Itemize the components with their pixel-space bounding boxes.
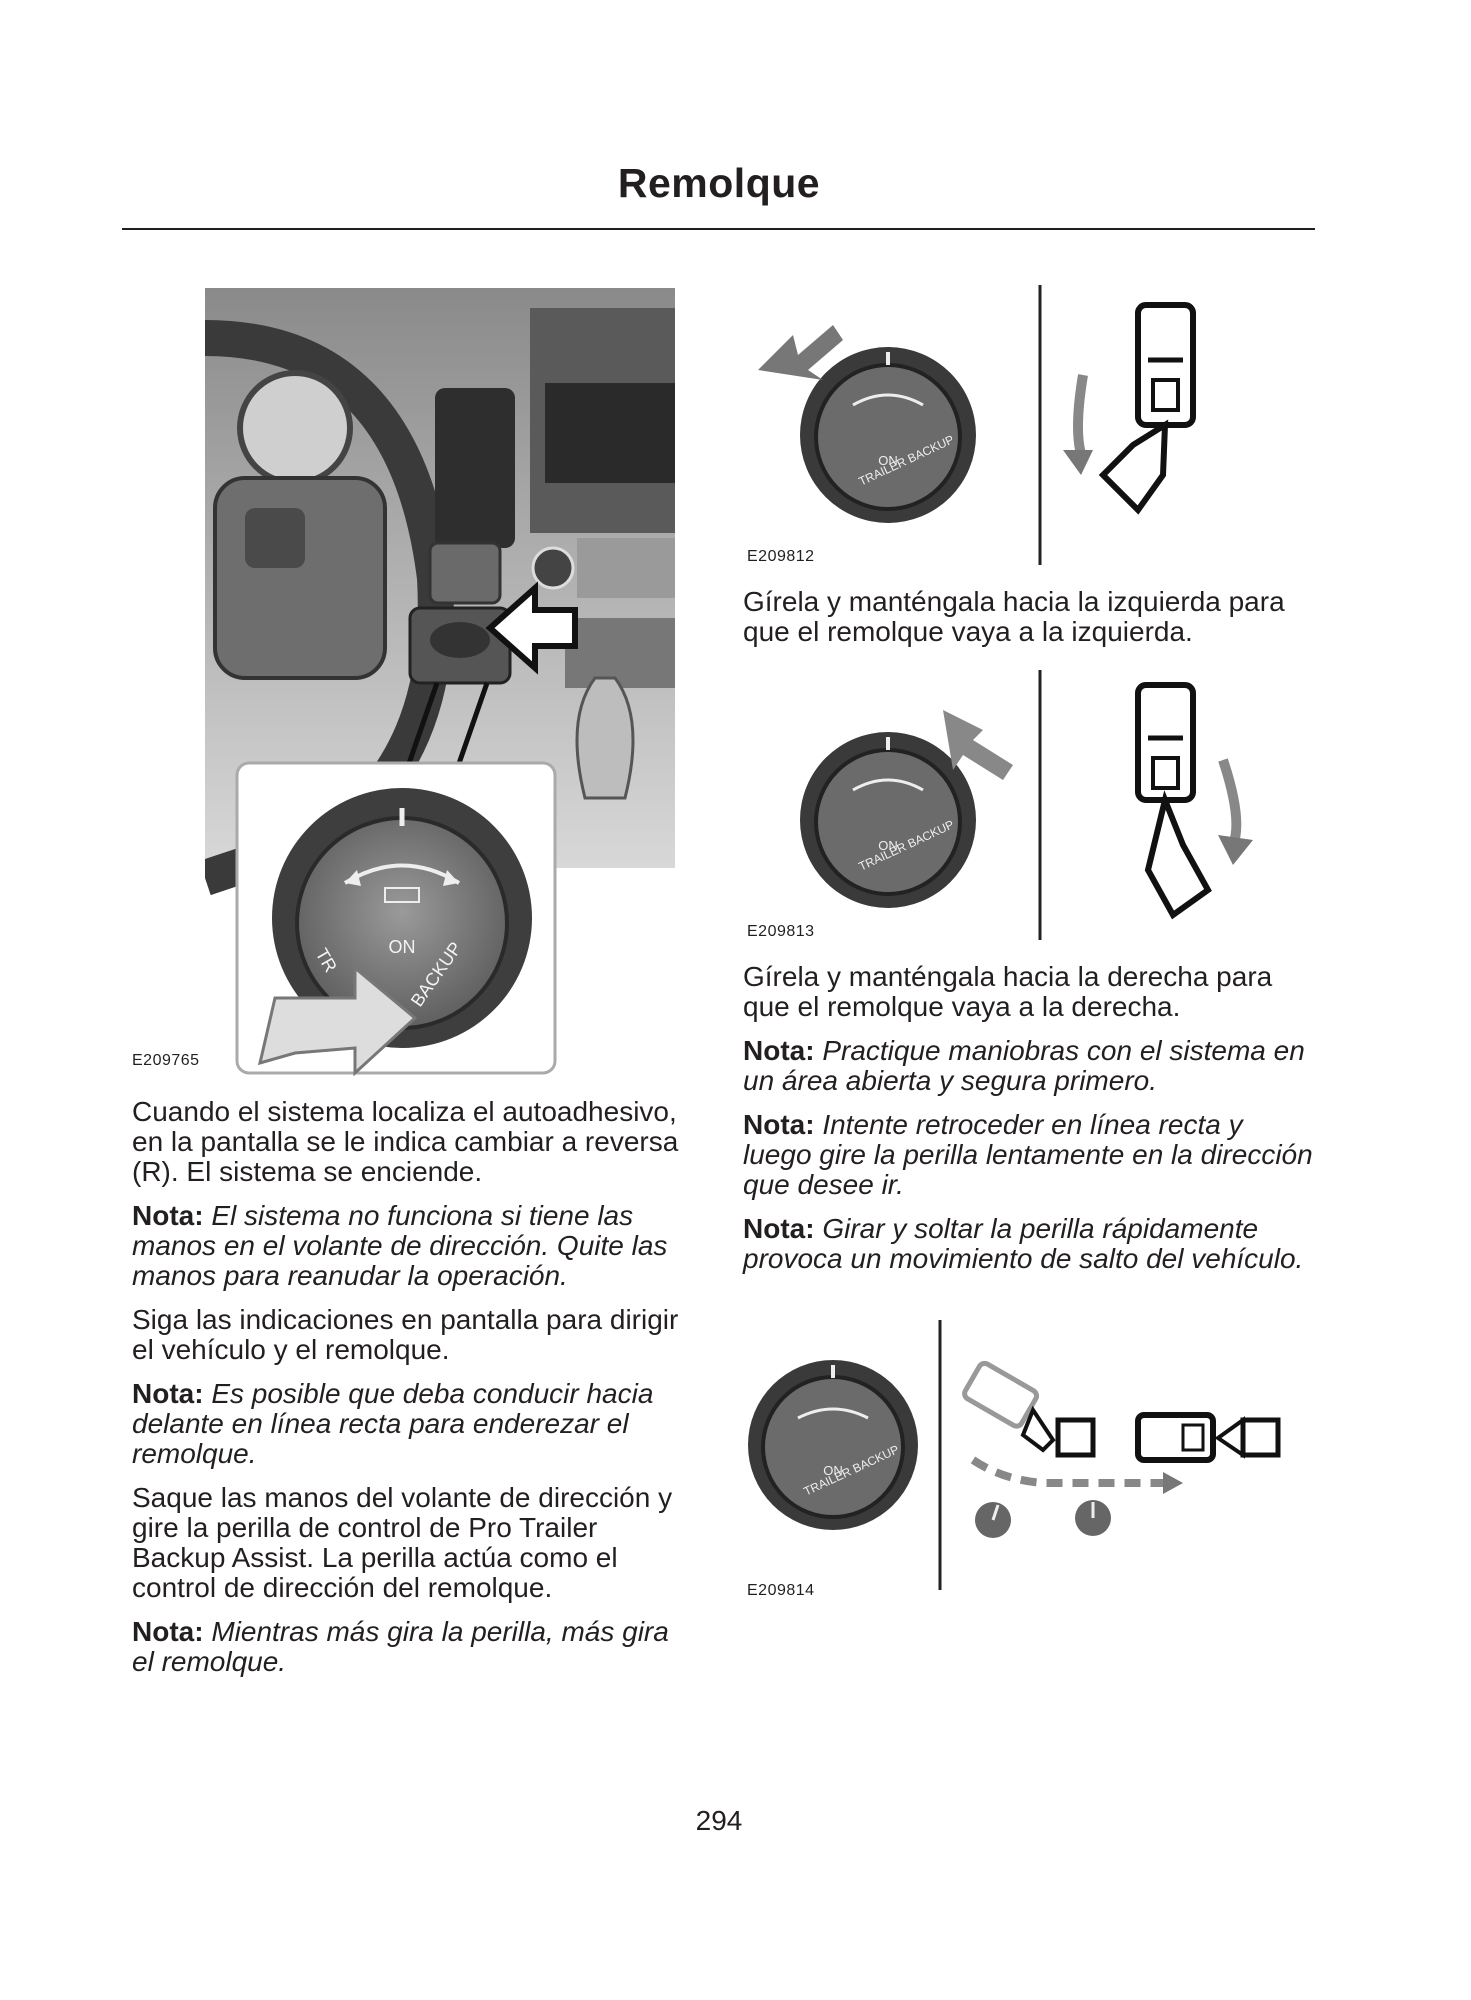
note-text: Es posible que deba conducir hacia delan… [132,1378,654,1469]
knob-on-label: ON [878,838,898,853]
turn-left-figure: ON TRAILER BACKUP [743,285,1313,565]
right-column: Gírela y manténgala hacia la derecha par… [743,962,1313,1274]
note-text: Mientras más gira la perilla, más gira e… [132,1616,669,1677]
paragraph: Cuando el sistema localiza el autoadhesi… [132,1096,679,1187]
paragraph: Gírela y manténgala hacia la derecha par… [743,961,1273,1022]
note-text: Girar y soltar la perilla rápidamente pr… [743,1213,1304,1274]
straight-backup-illustration: ON TRAILER BACKUP [748,1320,1281,1590]
figure-code: E209812 [747,548,815,565]
paragraph: Siga las indicaciones en pantalla para d… [132,1304,679,1365]
dashboard-figure: ON TR BACKUP [199,278,675,1078]
straight-backup-figure: ON TRAILER BACKUP [743,1320,1313,1600]
note-text: Practique maniobras con el sistema en un… [743,1035,1305,1096]
turn-left-illustration: ON TRAILER BACKUP [758,285,1196,565]
note-text: El sistema no funciona si tiene las mano… [132,1200,668,1291]
note: Nota: Practique maniobras con el sistema… [743,1036,1313,1096]
note: Nota: El sistema no funciona si tiene la… [132,1201,692,1291]
turn-right-figure: ON TRAILER BACKUP [743,670,1313,940]
note: Nota: Es posible que deba conducir hacia… [132,1379,692,1469]
dashboard-illustration: ON TR BACKUP [199,288,675,1077]
note-text: Intente retroceder en línea recta y lueg… [743,1109,1313,1200]
paragraph: Saque las manos del volante de dirección… [132,1482,673,1603]
note: Nota: Mientras más gira la perilla, más … [132,1617,692,1677]
figure-code: E209765 [132,1052,200,1069]
note-label: Nota: [743,1109,815,1140]
figure-code: E209814 [747,1582,815,1599]
left-column: Cuando el sistema localiza el autoadhesi… [132,1097,692,1677]
turn-right-illustration: ON TRAILER BACKUP [800,670,1253,940]
note-label: Nota: [743,1213,815,1244]
knob-on-label: ON [389,937,416,957]
note-label: Nota: [743,1035,815,1066]
header-rule [122,228,1315,230]
page-number: 294 [695,1805,743,1836]
page-title: Remolque [617,160,821,206]
figure-code: E209813 [747,923,815,940]
note: Nota: Intente retroceder en línea recta … [743,1110,1313,1200]
note-label: Nota: [132,1200,204,1231]
note-label: Nota: [132,1616,204,1647]
paragraph: Gírela y manténgala hacia la izquierda p… [743,586,1285,647]
knob-on-label: ON [878,453,898,468]
note-label: Nota: [132,1378,204,1409]
note: Nota: Girar y soltar la perilla rápidame… [743,1214,1313,1274]
knob-on-label: ON [823,1463,843,1478]
